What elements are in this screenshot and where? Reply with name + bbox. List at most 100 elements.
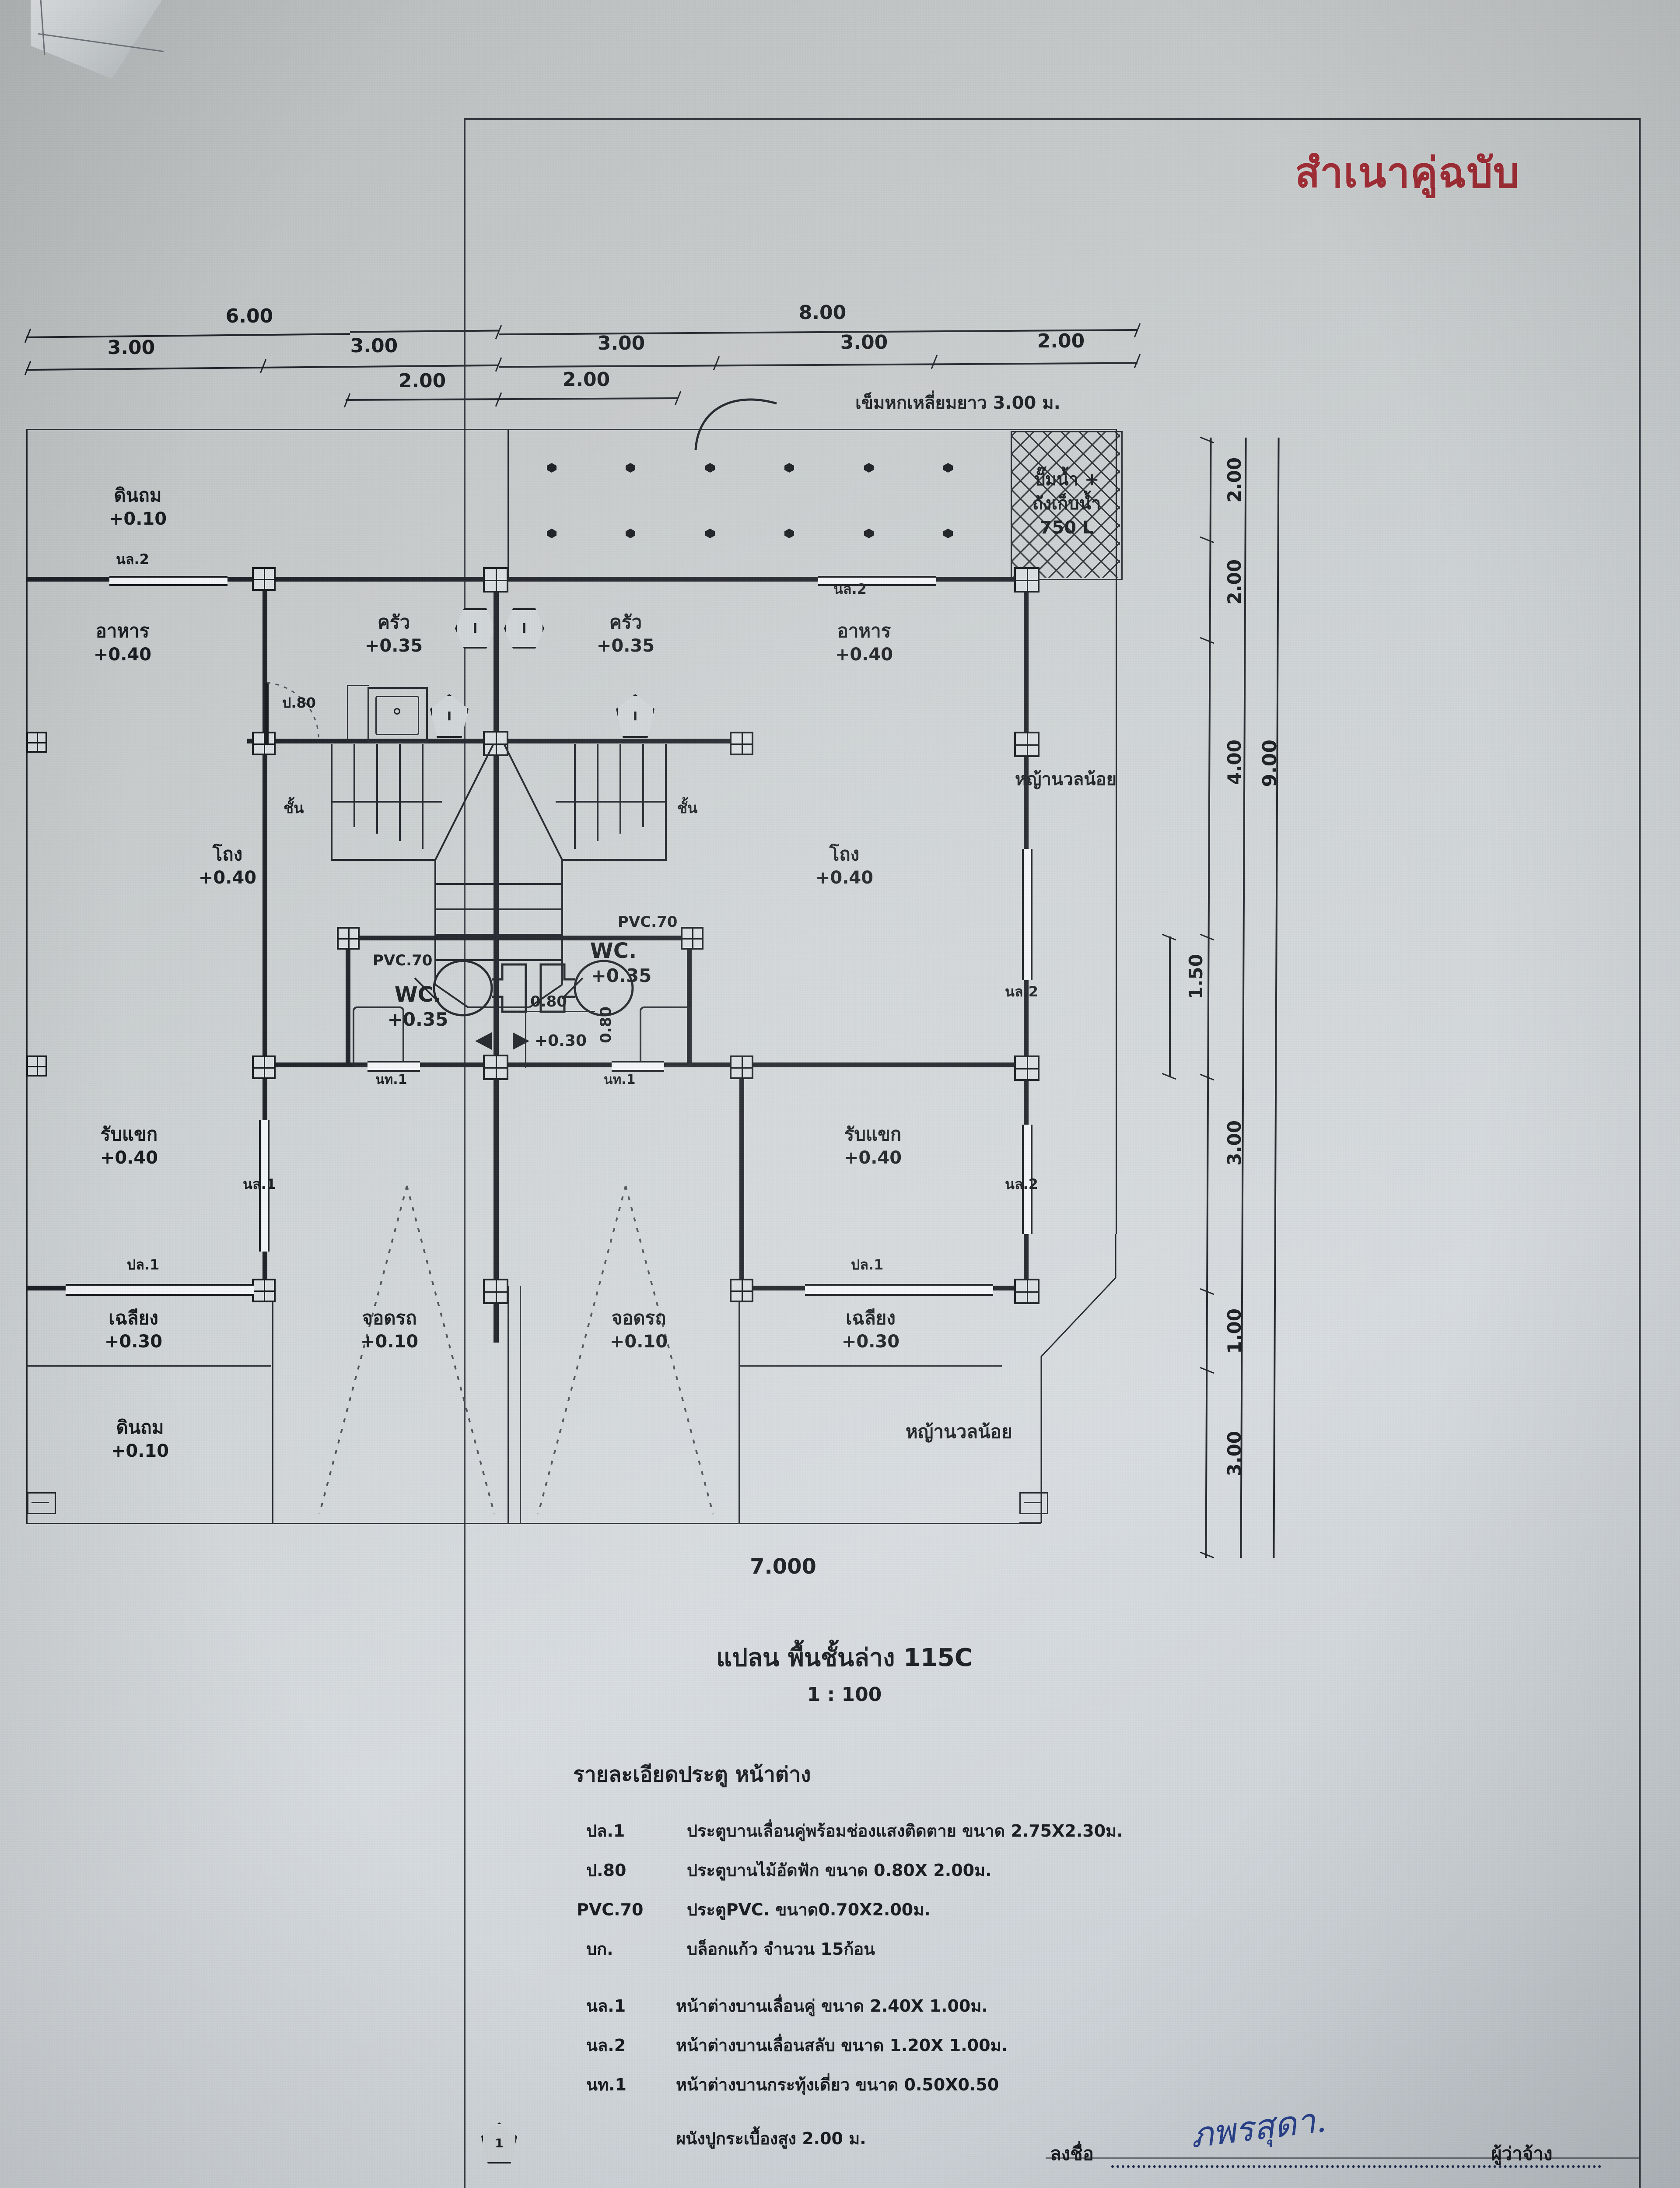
schedule-desc-2: ประตูPVC. ขนาด0.70X2.00ม. <box>687 1900 931 1919</box>
pile-area-left <box>508 429 509 580</box>
schedule-tag-0: ปล.1 <box>586 1821 625 1841</box>
dim-label-main-4: 3.00 <box>840 331 888 354</box>
site-outline-chamfer <box>1019 1234 1116 1524</box>
shower-tray-right <box>640 1006 691 1067</box>
kitchen-sink-drain <box>394 708 400 715</box>
signature-dots-1[interactable] <box>1111 2165 1601 2168</box>
dim-right-sub-line <box>1169 936 1171 1077</box>
schedule-tag-4: นล.1 <box>586 1996 626 2016</box>
corner-symbol-left <box>27 1492 56 1514</box>
wc-dim-0-80-v: 0.80 <box>597 1006 615 1043</box>
wall-wc-top <box>346 936 691 940</box>
dim-right-2: 2.00 <box>1224 559 1245 605</box>
dim-right-sub-1-50: 1.50 <box>1185 954 1207 999</box>
wc-dim-0-80-h: 0.80 <box>530 993 567 1010</box>
dim-label-sub-1: 2.00 <box>398 370 446 392</box>
site-outline-right <box>1116 429 1117 1234</box>
schedule-heading: รายละเอียดประตู หน้าต่าง <box>573 1762 811 1787</box>
tag-nl2-top-left: นล.2 <box>116 551 149 568</box>
site-outline-bottom <box>26 1523 1041 1524</box>
schedule-tag-2: PVC.70 <box>577 1900 644 1919</box>
car-swing-right <box>537 1185 714 1515</box>
signature-divider <box>1046 2157 1639 2159</box>
staircase-pair <box>331 743 667 1008</box>
schedule-desc-6: หน้าต่างบานกระทุ้งเดี่ยว ขนาด 0.50X0.50 <box>676 2075 999 2094</box>
schedule-tag-3: บก. <box>586 1939 613 1959</box>
tag-p80: ป.80 <box>282 694 316 711</box>
door-p80-swing <box>265 682 319 744</box>
schedule-desc-3: บล็อกแก้ว จำนวน 15ก้อน <box>687 1939 875 1959</box>
window-nt1-left <box>368 1061 420 1072</box>
kitchen-counter-left <box>368 687 428 743</box>
note-text-1: ผนังปูกระเบื้องสูง 2.00 ม. <box>676 2129 866 2148</box>
carport-edge-mid-left <box>508 1286 509 1524</box>
dim-right-5: 1.00 <box>1224 1308 1245 1354</box>
pile-note-label: เข็มหกเหลี่ยมยาว 3.00 ม. <box>855 393 1060 413</box>
pile-note-leader <box>694 398 777 450</box>
dim-label-8-00: 8.00 <box>798 302 847 324</box>
schedule-tag-1: ป.80 <box>586 1861 626 1880</box>
tag-nl2-top-right: นล.2 <box>833 581 867 597</box>
toilet-right <box>539 960 634 1017</box>
door-pl1-right <box>805 1284 993 1296</box>
window-nt1-right <box>612 1061 664 1072</box>
plot-line-vertical <box>464 118 465 429</box>
dim-label-main-2: 3.00 <box>350 335 398 357</box>
section-marker-down-right: I <box>616 694 654 738</box>
carport-edge-right <box>738 1286 740 1524</box>
paper-fold-corner <box>31 0 162 79</box>
water-pump-label-1: ปั๊มน้ำ + <box>1034 470 1099 490</box>
tag-pvc70-left: PVC.70 <box>373 952 433 969</box>
drawing-frame-top <box>464 118 1641 120</box>
wall-wc-left <box>346 936 350 1067</box>
window-nl2-top-left <box>109 576 228 586</box>
wall-wc-bottom-right <box>739 1062 1028 1067</box>
dim-bottom-7-000: 7.000 <box>750 1554 816 1579</box>
site-outline-left <box>26 429 28 1523</box>
water-pump-label-2: ถังเก็บน้ำ <box>1032 494 1101 514</box>
wall-living-right-v <box>739 1062 744 1281</box>
tag-pl1-left: ปล.1 <box>127 1256 160 1273</box>
dim-label-main-5: 2.00 <box>1037 330 1085 352</box>
window-nl2-right-living <box>1022 1125 1032 1234</box>
dim-right-4: 3.00 <box>1224 1120 1245 1166</box>
dim-line-overall-left-ext <box>350 330 499 333</box>
page-title: แปลน พื้นชั้นล่าง 115C <box>716 1644 973 1672</box>
door-pl1-left <box>66 1284 254 1296</box>
water-tank-hatch <box>1011 431 1120 578</box>
dim-label-sub-2: 2.00 <box>562 368 610 391</box>
tag-nl1-left: นล.1 <box>243 1176 276 1192</box>
dim-right-1: 2.00 <box>1224 457 1245 503</box>
wall-wc-right <box>687 936 692 1067</box>
dim-right-6: 3.00 <box>1224 1431 1245 1476</box>
scale-label: 1 : 100 <box>807 1683 882 1706</box>
wall-top <box>247 577 1030 582</box>
tag-nt1-right: นท.1 <box>604 1072 636 1087</box>
grass-label-right: หญ้านวลน้อย <box>1015 769 1117 789</box>
schedule-desc-4: หน้าต่างบานเลื่อนคู่ ขนาด 2.40X 1.00ม. <box>676 1996 988 2016</box>
tag-nt1-left: นท.1 <box>375 1072 407 1087</box>
signature-handwriting-1: ภพรสุดา. <box>1188 2100 1329 2156</box>
toilet-left <box>433 960 527 1017</box>
section-marker-down-left: I <box>430 694 469 738</box>
drawing-frame-right <box>1639 118 1641 2188</box>
stair-label-left: ชั้น <box>284 799 304 817</box>
schedule-desc-1: ประตูบานไม้อัดฟัก ขนาด 0.80X 2.00ม. <box>687 1861 992 1880</box>
tag-pvc70-right: PVC.70 <box>618 913 678 931</box>
window-nl2-right-hall <box>1022 849 1032 980</box>
duplicate-copy-stamp: สำเนาคู่ฉบับ <box>1295 149 1520 197</box>
water-tank-box <box>1011 431 1123 580</box>
drawing-frame-left <box>464 118 466 2188</box>
dim-right-line-2 <box>1240 438 1247 1558</box>
terrace-line-right <box>739 1365 1002 1367</box>
dim-arrows-wc <box>475 1032 529 1050</box>
tag-pl1-right: ปล.1 <box>851 1256 884 1273</box>
tag-nl2-right-living: นล.2 <box>1005 1176 1038 1192</box>
car-swing-left <box>318 1185 495 1515</box>
terrace-line-left <box>26 1365 271 1367</box>
schedule-tag-5: นล.2 <box>586 2036 626 2055</box>
schedule-desc-5: หน้าต่างบานเลื่อนสลับ ขนาด 1.20X 1.00ม. <box>676 2036 1008 2055</box>
note-marker-1: 1 <box>481 2122 517 2163</box>
carport-edge-left <box>272 1286 273 1524</box>
